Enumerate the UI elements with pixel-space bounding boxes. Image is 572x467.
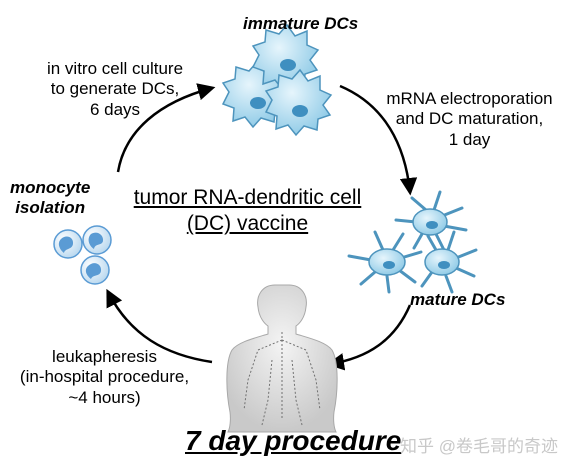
immature-dc-cell [264, 68, 333, 137]
immature-dc-cells [221, 23, 333, 137]
monocyte-cell [82, 225, 112, 255]
mature-dc-cells [347, 190, 478, 294]
arrow-patient-to-monocyte [106, 288, 213, 364]
procedure-duration-footer: 7 day procedure [185, 425, 402, 456]
patient-body [226, 284, 338, 433]
arrow-monocyte-to-immature [116, 83, 216, 173]
label-cell-culture-step: in vitro cell culture to generate DCs, 6… [46, 59, 184, 119]
label-mature-dcs: mature DCs [410, 290, 506, 309]
mature-dc-cell [347, 230, 423, 294]
arrow-mature-to-patient [326, 304, 412, 371]
mature-dc-cell [420, 230, 478, 294]
cycle-arrows [106, 83, 418, 371]
watermark: 知乎 @卷毛哥的奇迹 [400, 437, 558, 456]
diagram-title: tumor RNA-dendritic cell (DC) vaccine [133, 186, 362, 236]
label-immature-dcs: immature DCs [243, 14, 359, 33]
label-electroporation-step: mRNA electroporation and DC maturation, … [386, 89, 553, 149]
mature-dc-cell [394, 190, 468, 252]
arrow-immature-to-mature [339, 84, 418, 196]
monocyte-cell [53, 229, 83, 259]
vessel-lines [243, 332, 321, 426]
label-leukapheresis-step: leukapheresis (in-hospital procedure, ~4… [19, 347, 190, 407]
label-monocyte-isolation: monocyte isolation [10, 178, 91, 218]
monocyte-cells [53, 225, 112, 285]
monocyte-cell [80, 255, 110, 285]
